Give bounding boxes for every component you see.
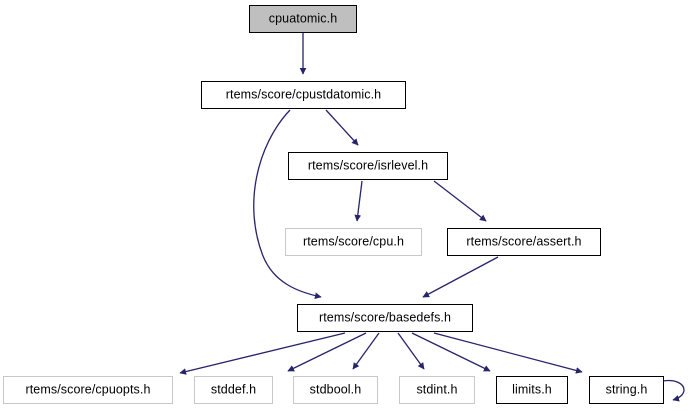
node-label: rtems/score/cpu.h bbox=[302, 234, 405, 249]
edge-basedefs-to-cpuopts bbox=[179, 332, 346, 375]
node-isrlevel[interactable]: rtems/score/isrlevel.h bbox=[288, 152, 448, 180]
node-label: rtems/score/cpuopts.h bbox=[25, 382, 151, 397]
node-label: rtems/score/cpustdatomic.h bbox=[225, 87, 382, 102]
edge-basedefs-to-limits bbox=[411, 332, 491, 372]
node-stddef[interactable]: stddef.h bbox=[194, 376, 273, 404]
node-basedefs[interactable]: rtems/score/basedefs.h bbox=[297, 304, 473, 332]
node-cpuopts[interactable]: rtems/score/cpuopts.h bbox=[3, 376, 173, 404]
edge-basedefs-to-stddef bbox=[287, 332, 367, 372]
node-label: rtems/score/basedefs.h bbox=[318, 310, 452, 325]
node-stdbool[interactable]: stdbool.h bbox=[293, 376, 378, 404]
edge-cpustdatomic-to-isrlevel bbox=[325, 109, 359, 146]
node-label: limits.h bbox=[512, 382, 552, 397]
node-limits[interactable]: limits.h bbox=[496, 376, 568, 404]
node-cpustdatomic[interactable]: rtems/score/cpustdatomic.h bbox=[201, 81, 406, 109]
node-string[interactable]: string.h bbox=[589, 376, 664, 404]
node-label: string.h bbox=[605, 382, 648, 397]
node-assert[interactable]: rtems/score/assert.h bbox=[447, 228, 601, 256]
node-label: rtems/score/isrlevel.h bbox=[307, 158, 429, 173]
edge-isrlevel-to-assert bbox=[433, 180, 487, 222]
edge-basedefs-to-stdint bbox=[397, 332, 425, 370]
node-cpuatomic[interactable]: cpuatomic.h bbox=[249, 5, 357, 33]
node-label: stdbool.h bbox=[309, 382, 362, 397]
node-cpu[interactable]: rtems/score/cpu.h bbox=[285, 228, 422, 256]
edge-basedefs-to-string bbox=[433, 332, 583, 374]
node-stdint[interactable]: stdint.h bbox=[399, 376, 475, 404]
node-label: rtems/score/assert.h bbox=[466, 234, 582, 249]
node-label: stddef.h bbox=[210, 382, 257, 397]
edge-isrlevel-to-cpu bbox=[354, 180, 363, 222]
edge-string-to-string bbox=[662, 379, 685, 402]
node-label: cpuatomic.h bbox=[268, 11, 338, 26]
node-label: stdint.h bbox=[416, 382, 458, 397]
edge-assert-to-basedefs bbox=[422, 256, 499, 298]
edge-cpustdatomic-to-basedefs bbox=[253, 109, 322, 300]
edge-basedefs-to-stdbool bbox=[352, 332, 380, 370]
